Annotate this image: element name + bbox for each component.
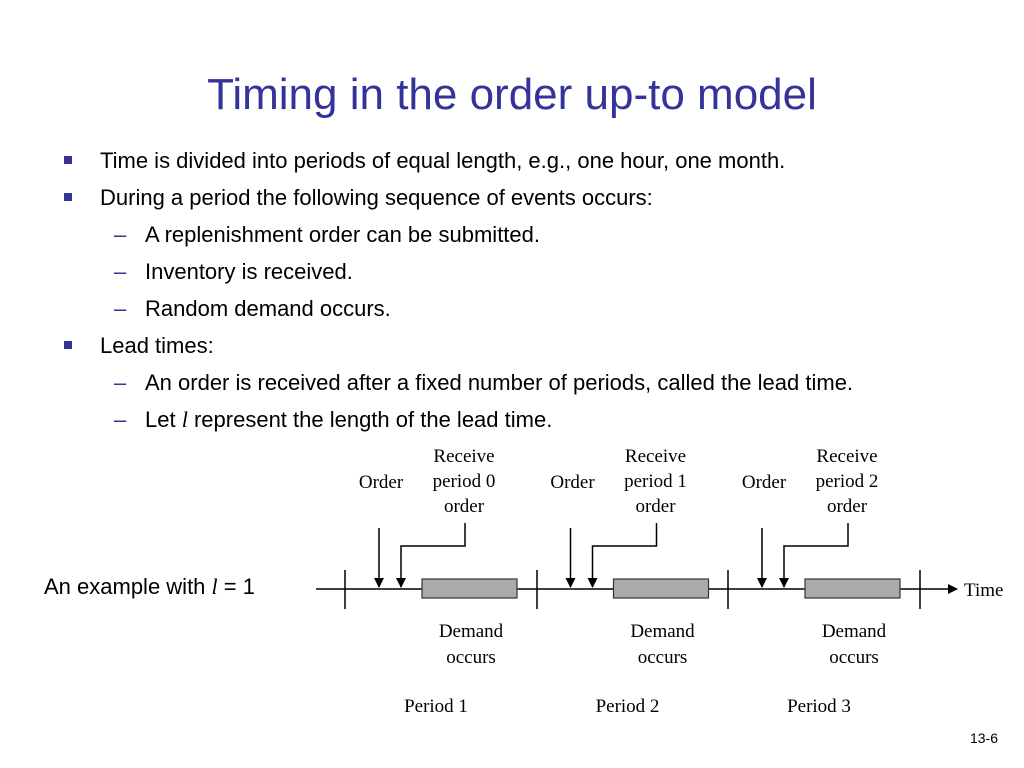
bullet-text: Time is divided into periods of equal le… — [100, 148, 786, 173]
receive-label-line: period 1 — [624, 471, 687, 492]
bullet-item: Time is divided into periods of equal le… — [62, 142, 853, 179]
receive-label-line: Receive — [625, 446, 686, 467]
demand-label-line: Demand — [630, 621, 695, 642]
dash-bullet-icon: – — [114, 407, 127, 432]
slide-title: Timing in the order up-to model — [207, 70, 817, 119]
page-number: 13-6 — [969, 730, 998, 746]
bullet-item: During a period the following sequence o… — [62, 179, 853, 216]
example-caption: An example with l = 1 — [44, 572, 284, 602]
period-label: Period 3 — [787, 696, 851, 717]
demand-label-line: Demand — [822, 621, 887, 642]
dash-bullet-icon: – — [114, 370, 127, 395]
demand-label-line: occurs — [638, 647, 688, 668]
dash-bullet-icon: – — [114, 259, 127, 284]
demand-box — [421, 578, 518, 599]
receive-label-line: period 2 — [816, 471, 879, 492]
period-label: Period 2 — [596, 696, 660, 717]
bullet-list: Time is divided into periods of equal le… — [62, 142, 853, 438]
order-label: Order — [359, 472, 404, 493]
demand-box — [612, 578, 710, 599]
receive-label-line: order — [635, 496, 676, 517]
sub-bullet-text: Inventory is received. — [145, 259, 353, 284]
square-bullet-icon — [64, 193, 72, 201]
bullet-item: Lead times: — [62, 327, 853, 364]
demand-label-line: occurs — [829, 647, 879, 668]
receive-arrow — [587, 523, 658, 588]
sub-bullet-text: An order is received after a fixed numbe… — [145, 370, 854, 395]
example-caption-after: = 1 — [223, 574, 255, 599]
sub-bullet-item: – A replenishment order can be submitted… — [62, 216, 853, 253]
dash-bullet-icon: – — [114, 296, 127, 321]
sub-bullet-item: – Let l represent the length of the lead… — [62, 401, 853, 438]
sub-bullet-item: – An order is received after a fixed num… — [62, 364, 853, 401]
dash-bullet-icon: – — [114, 222, 127, 247]
receive-arrow — [396, 523, 466, 588]
sub-bullet-text-after: represent the length of the lead time. — [193, 407, 553, 432]
sub-bullet-text: A replenishment order can be submitted. — [145, 222, 541, 247]
demand-label-line: Demand — [439, 621, 504, 642]
receive-label-line: order — [827, 496, 868, 517]
sub-bullet-item: – Random demand occurs. — [62, 290, 853, 327]
receive-label-line: order — [444, 496, 485, 517]
time-axis-label: Time — [964, 580, 1003, 601]
receive-arrow — [779, 523, 849, 588]
example-caption-before: An example with — [44, 574, 206, 599]
receive-label-line: period 0 — [433, 471, 496, 492]
example-caption-variable: l — [211, 574, 218, 599]
sub-bullet-text: Random demand occurs. — [145, 296, 391, 321]
order-label: Order — [742, 472, 787, 493]
demand-label-line: occurs — [446, 647, 496, 668]
lead-time-variable: l — [181, 407, 188, 432]
sub-bullet-item: – Inventory is received. — [62, 253, 853, 290]
demand-box — [804, 578, 901, 599]
bullet-text: During a period the following sequence o… — [100, 185, 653, 210]
order-label: Order — [550, 472, 595, 493]
sub-bullet-text-before: Let — [145, 407, 176, 432]
receive-label-line: Receive — [433, 446, 494, 467]
square-bullet-icon — [64, 341, 72, 349]
period-label: Period 1 — [404, 696, 468, 717]
receive-label-line: Receive — [816, 446, 877, 467]
bullet-text: Lead times: — [100, 333, 214, 358]
square-bullet-icon — [64, 156, 72, 164]
